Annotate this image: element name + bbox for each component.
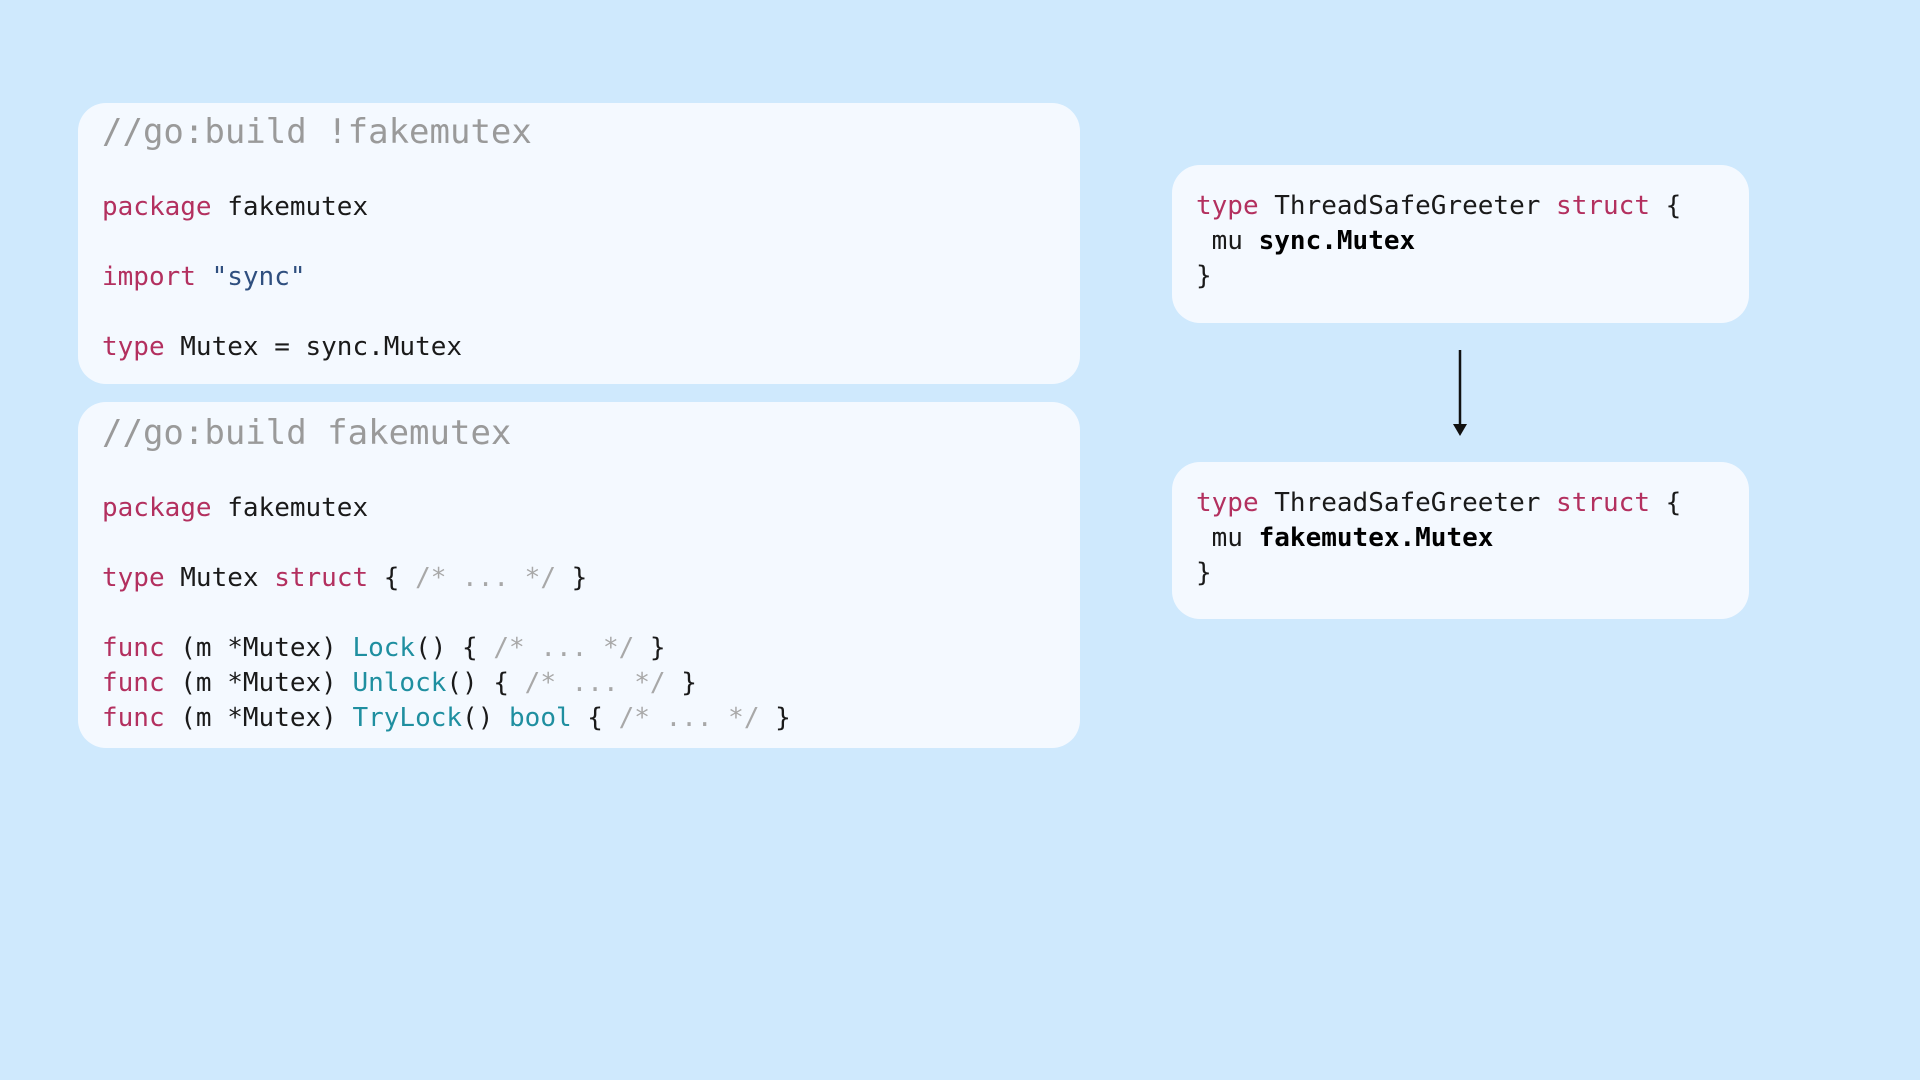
arrow-head <box>1453 424 1467 436</box>
package-name: fakemutex <box>211 493 369 523</box>
type-keyword: type <box>1196 488 1259 518</box>
func-line-trylock: func (m *Mutex) TryLock() bool { /* ... … <box>102 701 791 736</box>
type-name: ThreadSafeGreeter <box>1258 488 1557 518</box>
code-card-fakemutex-struct: type ThreadSafeGreeter struct { mu fakem… <box>1172 462 1749 619</box>
code-card-fake-mutex: //go:build fakemutex package fakemutex t… <box>78 402 1080 748</box>
struct-keyword: struct <box>1556 488 1650 518</box>
import-keyword: import <box>102 262 196 292</box>
field-line: mu sync.Mutex <box>1196 224 1416 259</box>
struct-close: } <box>1196 261 1212 291</box>
func-name: Lock <box>352 633 416 663</box>
field-type: sync.Mutex <box>1258 226 1416 256</box>
type-name: ThreadSafeGreeter <box>1258 191 1557 221</box>
struct-keyword: struct <box>274 563 369 593</box>
struct-decl-line: type ThreadSafeGreeter struct { <box>1196 486 1681 521</box>
func-close: } <box>665 668 697 698</box>
code-card-real-mutex: //go:build !fakemutex package fakemutex … <box>78 103 1080 384</box>
func-params: () <box>462 703 510 733</box>
type-name: Mutex <box>164 563 275 593</box>
func-comment: /* ... */ <box>618 703 760 733</box>
struct-keyword: struct <box>1556 191 1650 221</box>
struct-close: } <box>555 563 588 593</box>
func-line-unlock: func (m *Mutex) Unlock() { /* ... */ } <box>102 666 697 701</box>
type-alias-line: type Mutex = sync.Mutex <box>102 330 462 365</box>
struct-comment: /* ... */ <box>415 563 556 593</box>
func-close: } <box>759 703 791 733</box>
arrow-down-icon <box>1453 350 1467 436</box>
package-line: package fakemutex <box>102 190 368 225</box>
field-name: mu <box>1196 523 1259 553</box>
field-type: fakemutex.Mutex <box>1258 523 1494 553</box>
struct-open: { <box>1649 488 1682 518</box>
struct-close: } <box>1196 558 1212 588</box>
func-name: TryLock <box>352 703 463 733</box>
func-receiver: (m *Mutex) <box>164 668 353 698</box>
package-keyword: package <box>102 192 212 222</box>
func-line-lock: func (m *Mutex) Lock() { /* ... */ } <box>102 631 666 666</box>
struct-decl-line: type ThreadSafeGreeter struct { <box>1196 189 1681 224</box>
func-params: () { <box>415 633 494 663</box>
build-tag-comment: //go:build fakemutex <box>102 413 512 453</box>
type-keyword: type <box>102 332 165 362</box>
func-keyword: func <box>102 633 165 663</box>
package-name: fakemutex <box>211 192 369 222</box>
field-name: mu <box>1196 226 1259 256</box>
func-keyword: func <box>102 668 165 698</box>
func-keyword: func <box>102 703 165 733</box>
package-line: package fakemutex <box>102 491 368 526</box>
type-keyword: type <box>1196 191 1259 221</box>
struct-open: { <box>1649 191 1682 221</box>
struct-open: { <box>368 563 416 593</box>
type-alias-decl: Mutex = sync.Mutex <box>164 332 463 362</box>
func-name: Unlock <box>352 668 447 698</box>
build-tag-comment: //go:build !fakemutex <box>102 112 532 152</box>
type-struct-line: type Mutex struct { /* ... */ } <box>102 561 587 596</box>
func-receiver: (m *Mutex) <box>164 703 353 733</box>
func-params: () { <box>446 668 525 698</box>
func-return-type: bool <box>509 703 572 733</box>
package-keyword: package <box>102 493 212 523</box>
func-comment: /* ... */ <box>524 668 666 698</box>
func-close: } <box>634 633 666 663</box>
func-body-open: { <box>571 703 619 733</box>
field-line: mu fakemutex.Mutex <box>1196 521 1494 556</box>
func-comment: /* ... */ <box>493 633 635 663</box>
func-receiver: (m *Mutex) <box>164 633 353 663</box>
code-card-sync-struct: type ThreadSafeGreeter struct { mu sync.… <box>1172 165 1749 323</box>
type-keyword: type <box>102 563 165 593</box>
import-line: import "sync" <box>102 260 306 295</box>
import-path: "sync" <box>195 262 306 292</box>
